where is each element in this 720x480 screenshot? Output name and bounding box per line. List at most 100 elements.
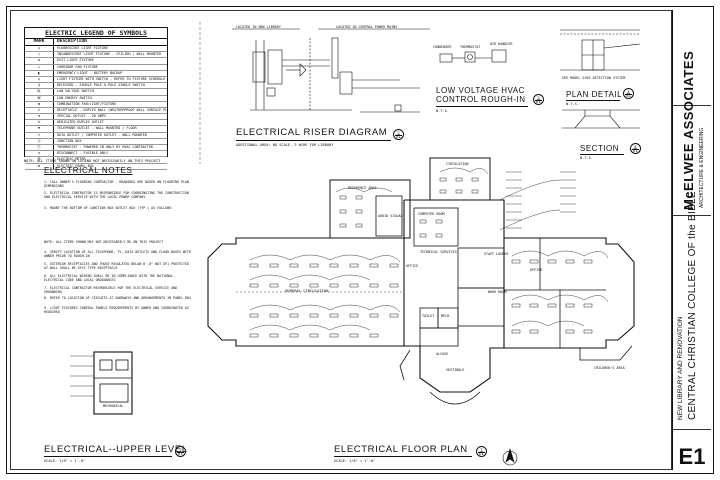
legend-symbol: Ⓣ: [25, 145, 54, 151]
legend-symbol: ▼: [25, 126, 54, 132]
bubble-divider: [478, 452, 485, 453]
legend-row: ▭FLUORESCENT LIGHT FIXTURE: [25, 46, 167, 53]
legend-symbol: ⊕: [25, 114, 54, 120]
legend-symbol: ▽: [25, 132, 54, 138]
floor-plan-linework: [207, 157, 635, 405]
bubble-divider: [625, 94, 632, 95]
electrical-note: NOTE: ALL ITEMS SHOWN MAY NOT NECESSARIL…: [44, 240, 164, 244]
legend-symbol: ◎: [25, 76, 54, 83]
title-block: McELWEE ASSOCIATES ARCHITECTURE & ENGINE…: [672, 10, 711, 470]
upper-level-underline: [44, 456, 172, 457]
legend-symbol: ⊠: [25, 101, 54, 107]
room-toilet: TOILET: [422, 314, 435, 318]
floor-plan-underline: [334, 456, 472, 457]
legend-row: ⊕SPECIAL OUTLET - 20 AMPS: [25, 114, 167, 121]
bubble-sheet: E1: [396, 133, 401, 139]
electrical-notes-title: ELECTRICAL NOTES: [44, 166, 133, 175]
legend-row: ⊗EXIT LIGHT FIXTURE: [25, 58, 167, 65]
legend-row: ▽DATA OUTLET / COMPUTER OUTLET - WALL MO…: [25, 132, 167, 139]
room-general-circulation: GENERAL CIRCULATION: [285, 288, 329, 293]
legend-description: TELEPHONE OUTLET - WALL MOUNTED / FLOOR: [57, 126, 137, 131]
section-heading: SECTION: [580, 144, 620, 153]
legend-symbol: $E: [25, 95, 54, 101]
legend-symbol: $L: [25, 89, 54, 95]
legend-row: ▬ELECTRIC PANEL BOX: [25, 163, 167, 170]
upper-level-linework: [70, 351, 133, 415]
bubble-divider: [395, 135, 402, 136]
hvac-thermostat-label: THERMOSTAT: [460, 45, 481, 49]
legend-row: ⦶RECEPTACLE - DUPLEX WALL (WEATHERPROOF …: [25, 107, 167, 115]
legend-description: LOW ENERGY SWITCH: [57, 95, 92, 100]
legend-row: ⊓DISCONNECT - FUSIBLE ONLY: [25, 151, 167, 158]
legend-row: ◎LIGHT FIXTURE WITH SWITCH - REFER TO FI…: [25, 76, 167, 84]
legend-description: INCANDESCENT LIGHT FIXTURE - CEILING / W…: [57, 52, 162, 57]
bubble-sheet: E1: [536, 98, 541, 104]
sheet-border: [6, 6, 714, 474]
legend-description: JUNCTION BOX: [57, 138, 82, 143]
legend-description: EMERGENCY LIGHT - BATTERY BACKUP: [57, 70, 123, 75]
legend-symbol: ▭: [25, 46, 54, 52]
floor-plan-heading: ELECTRICAL FLOOR PLAN: [334, 444, 468, 455]
north-arrow: [502, 447, 518, 466]
bubble-number: 2: [179, 447, 182, 453]
legend-row: ✕CORRIDOR FAN FIXTURE: [25, 64, 167, 71]
legend-description: DISCONNECT - FUSIBLE ONLY: [57, 151, 109, 156]
room-reference-area: REFERENCE AREA: [348, 186, 377, 190]
legend-col-mark: MARK: [25, 39, 54, 45]
riser-heading-underline: [236, 140, 391, 141]
bubble-divider: [535, 100, 542, 101]
legend-description: LOW VOLTAGE SWITCH: [57, 89, 94, 94]
electrical-note: 4. VERIFY LOCATION OF ALL TELEPHONE, TV,…: [44, 250, 191, 259]
sheet-number: E1: [678, 444, 706, 469]
legend-symbol: ◧: [25, 70, 54, 76]
legend-description: DEDICATED DUPLEX OUTLET: [57, 120, 104, 125]
hvac-air-handler-label: AIR HANDLER: [490, 42, 513, 46]
electrical-note: 2. ELECTRICAL CONTRACTOR IS RESPONSIBLE …: [44, 191, 189, 200]
plan-detail-underline: [566, 100, 620, 101]
section-scale: N.T.S.: [580, 156, 593, 160]
title-block-revisions: [673, 10, 711, 106]
plan-detail-linework: [560, 29, 641, 71]
hvac-heading-underline: [436, 106, 528, 107]
project-subtitle: NEW LIBRARY AND RENOVATION: [677, 316, 684, 420]
project-title: CENTRAL CHRISTIAN COLLEGE OF the BIBLE: [687, 191, 698, 420]
firm-name: McELWEE ASSOCIATES: [681, 50, 696, 210]
plan-detail-heading: PLAN DETAIL: [566, 90, 623, 99]
hvac-heading-line2: CONTROL ROUGH-IN: [436, 95, 526, 104]
legend-symbol: Ⓜ: [25, 157, 54, 163]
upper-level-heading: ELECTRICAL--UPPER LEVEL: [44, 444, 188, 455]
room-childrens-area: CHILDREN'S AREA: [594, 366, 625, 370]
legend-symbol: ⊗: [25, 58, 54, 64]
legend-description: ELECTRIC METER: [57, 157, 86, 162]
drawing-area-border: [10, 10, 672, 470]
legend-symbol: ✕: [25, 64, 54, 70]
bubble-number: 1: [480, 447, 483, 453]
plan-detail-caption: SEE MODEL 2X03 DETECTION SYSTEM: [562, 76, 626, 80]
bubble-sheet: E1: [178, 450, 183, 456]
legend-header: MARK DESCRIPTION: [25, 39, 167, 46]
bubble-number: 3: [537, 95, 540, 101]
circuit-wiring: [249, 167, 609, 331]
legend-note: NOTE: ALL ITEMS SHOWN ON LEGEND NOT NECE…: [24, 159, 161, 163]
room-office-2: OFFICE: [530, 268, 543, 272]
legend-symbol: ▬: [25, 163, 54, 169]
bubble-sheet: E1: [479, 450, 484, 456]
firm-subtitle: ARCHITECTURE & ENGINEERING: [699, 127, 705, 208]
electrical-note: 8. REFER TO LOCATION OF CIRCUITS AT DOOR…: [44, 296, 191, 300]
legend-row: ⊠COMBINATION FAN/LIGHT/FIXTURE: [25, 101, 167, 108]
section-underline: [580, 154, 624, 155]
riser-scale: ADDITIONAL AREA: NO SCALE, 3 WIRE FOR LI…: [236, 143, 334, 147]
legend-description: RECESSED - SINGLE POLE & POLE SINGLE SWI…: [57, 83, 145, 88]
riser-heading: ELECTRICAL RISER DIAGRAM: [236, 127, 388, 138]
bubble-sheet: E1: [633, 147, 638, 153]
riser-diagram-linework: [232, 28, 430, 113]
hvac-scale: N.T.S.: [436, 109, 449, 113]
